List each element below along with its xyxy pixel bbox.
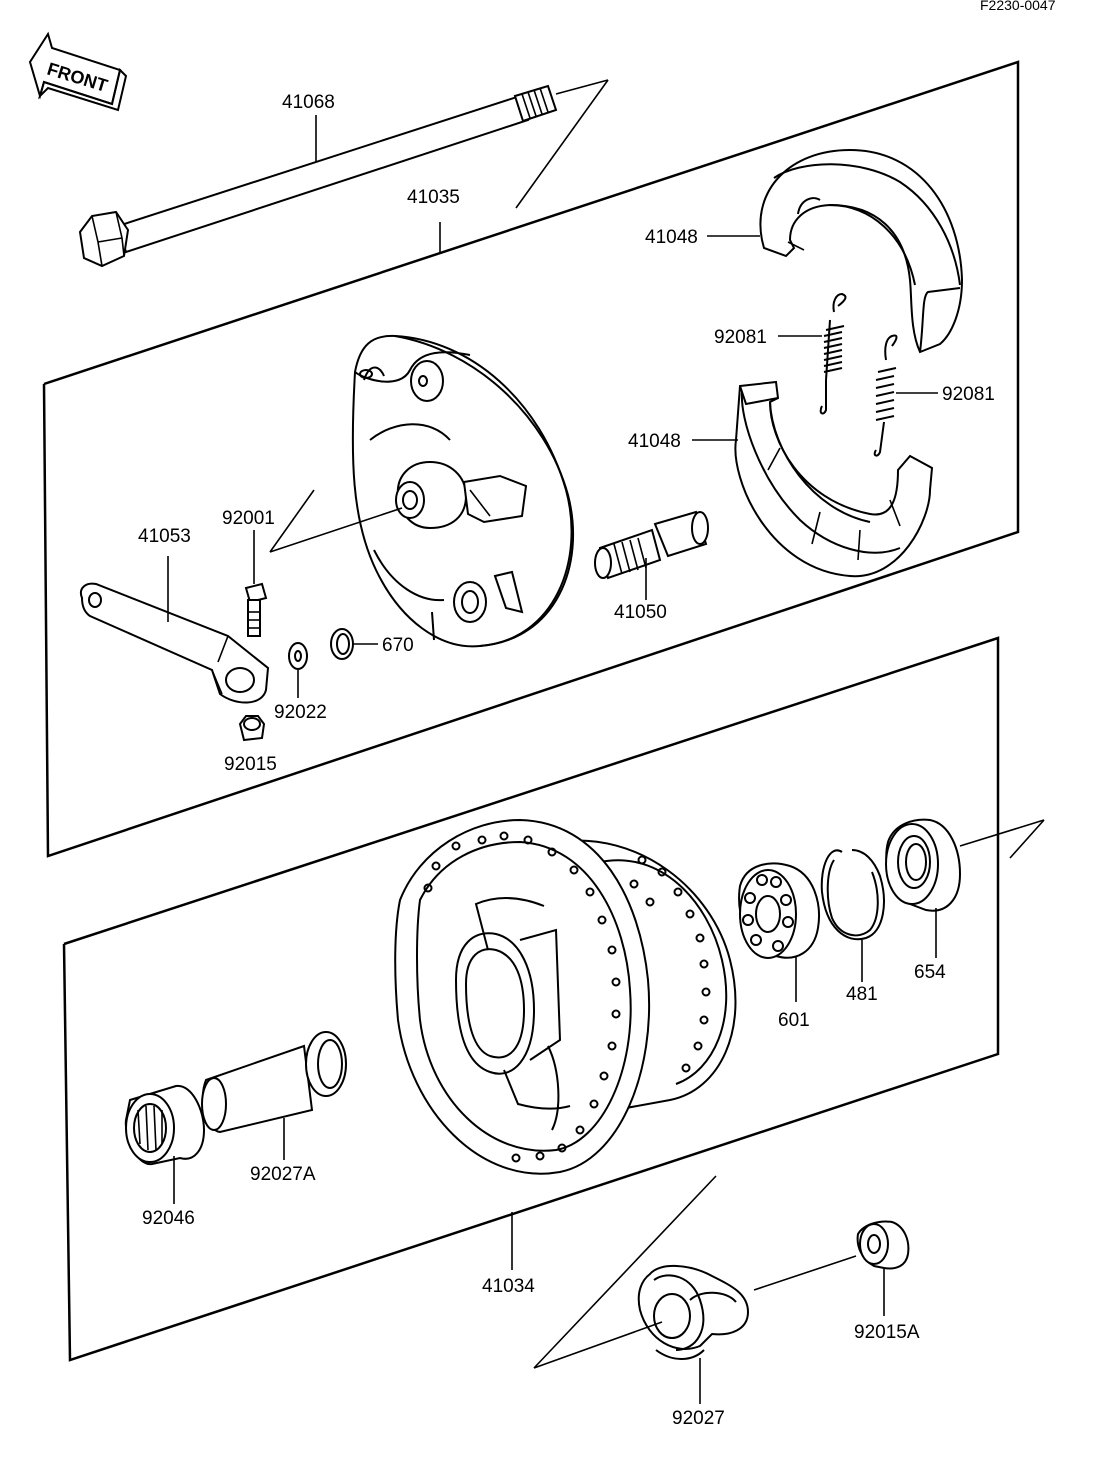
- ball-bearing: [738, 862, 820, 959]
- label-92081-a: 92081: [714, 327, 767, 348]
- label-601: 601: [778, 1010, 810, 1031]
- label-92022: 92022: [274, 702, 327, 723]
- label-41035: 41035: [407, 187, 460, 208]
- label-92001: 92001: [222, 508, 275, 529]
- spring-b: [873, 334, 898, 457]
- label-41034: 41034: [482, 1276, 535, 1297]
- brake-shoe-lower: [734, 380, 934, 578]
- label-92015: 92015: [224, 754, 277, 775]
- axle: [78, 84, 558, 268]
- spacer: [201, 1031, 347, 1134]
- front-arrow-icon: FRONT: [28, 31, 128, 112]
- label-481: 481: [846, 984, 878, 1005]
- label-670: 670: [382, 635, 414, 656]
- brake-cam: [594, 510, 709, 580]
- label-41068: 41068: [282, 92, 335, 113]
- label-92027: 92027: [672, 1408, 725, 1429]
- label-41050: 41050: [614, 602, 667, 623]
- oil-seal-large: [885, 818, 962, 912]
- needle-bearing: [124, 1084, 206, 1166]
- wheel-hub: [394, 818, 737, 1175]
- label-92081-b: 92081: [942, 384, 995, 405]
- spring-a: [819, 292, 847, 415]
- label-41048-lower: 41048: [628, 431, 681, 452]
- lever-bolt: [244, 582, 268, 637]
- label-41048-upper: 41048: [645, 227, 698, 248]
- lever-nut: [238, 715, 266, 742]
- oil-seal-small: [330, 628, 354, 660]
- label-41053: 41053: [138, 526, 191, 547]
- washer: [288, 642, 308, 670]
- axle-nut: [856, 1220, 910, 1270]
- label-92015A: 92015A: [854, 1322, 920, 1343]
- circlip: [820, 849, 885, 941]
- label-654: 654: [914, 962, 946, 983]
- collar: [637, 1264, 750, 1360]
- brake-shoe-upper: [759, 148, 964, 354]
- brake-lever: [80, 582, 270, 704]
- diagram-code: F2230-0047: [980, 0, 1056, 13]
- label-92046: 92046: [142, 1208, 195, 1229]
- label-92027A: 92027A: [250, 1164, 316, 1185]
- brake-panel: [351, 334, 575, 648]
